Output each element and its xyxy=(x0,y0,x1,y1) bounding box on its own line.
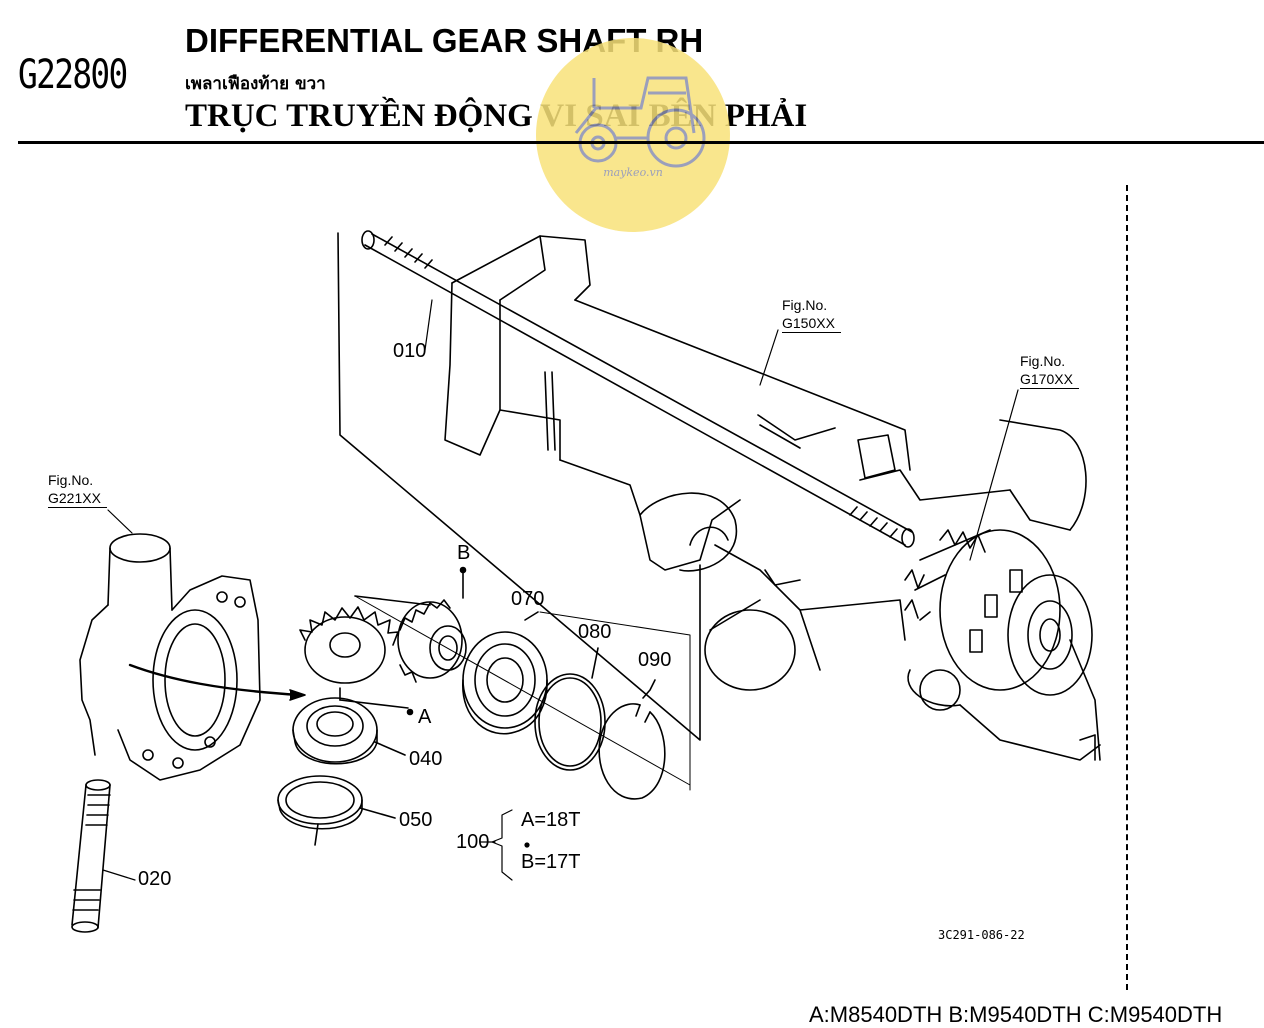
cut-line xyxy=(1126,185,1128,990)
shaft-020 xyxy=(71,779,111,933)
figure-ref-g150xx: Fig.No. G150XX xyxy=(782,296,841,333)
page-title-thai: เพลาเฟืองท้าย ขวา xyxy=(185,74,326,94)
watermark-text: maykeo.vn xyxy=(603,166,663,179)
bearing-070 xyxy=(462,611,548,735)
snap-ring-090 xyxy=(598,679,666,800)
page-code: G22800 xyxy=(18,52,128,98)
part-label-100: 100 xyxy=(456,831,490,853)
part-label-040: 040 xyxy=(409,748,443,770)
figure-ref-g221xx: Fig.No. G221XX xyxy=(48,471,107,508)
watermark-logo: maykeo.vn xyxy=(536,38,730,232)
applicable-models: A:M8540DTH B:M9540DTH C:M9540DTH xyxy=(809,1002,1223,1027)
part-label-050: 050 xyxy=(399,809,433,831)
figure-ref-code: G221XX xyxy=(48,489,107,508)
fitting-g221xx xyxy=(79,533,306,781)
figure-ref-label: Fig.No. xyxy=(1020,353,1066,369)
drawing-number: 3C291-086-22 xyxy=(938,928,1025,942)
figure-ref-g170xx: Fig.No. G170XX xyxy=(1020,352,1079,389)
teeth-count-b: B=17T xyxy=(521,851,581,873)
shaft-010 xyxy=(361,230,915,548)
gear-a xyxy=(299,606,399,701)
figure-ref-label: Fig.No. xyxy=(782,297,828,313)
gear-bracket xyxy=(339,595,431,709)
part-label-090: 090 xyxy=(638,649,672,671)
gear-mark-b: B xyxy=(457,542,471,564)
bearing-040 xyxy=(292,697,406,765)
figure-ref-label: Fig.No. xyxy=(48,472,94,488)
gear-b xyxy=(397,599,467,683)
seal-050 xyxy=(277,775,396,846)
header-rule xyxy=(18,141,1264,144)
bevel-gear-assembly xyxy=(904,529,1093,696)
gear-mark-a: A xyxy=(418,706,432,728)
figure-ref-code: G150XX xyxy=(782,314,841,333)
ring-080 xyxy=(534,647,606,771)
figure-ref-code: G170XX xyxy=(1020,370,1079,389)
axle-housing xyxy=(337,232,1101,761)
part-label-080: 080 xyxy=(578,621,612,643)
part-label-070: 070 xyxy=(511,588,545,610)
part-label-010: 010 xyxy=(393,340,427,362)
teeth-count-a: A=18T xyxy=(521,809,581,831)
part-label-020: 020 xyxy=(138,868,172,890)
